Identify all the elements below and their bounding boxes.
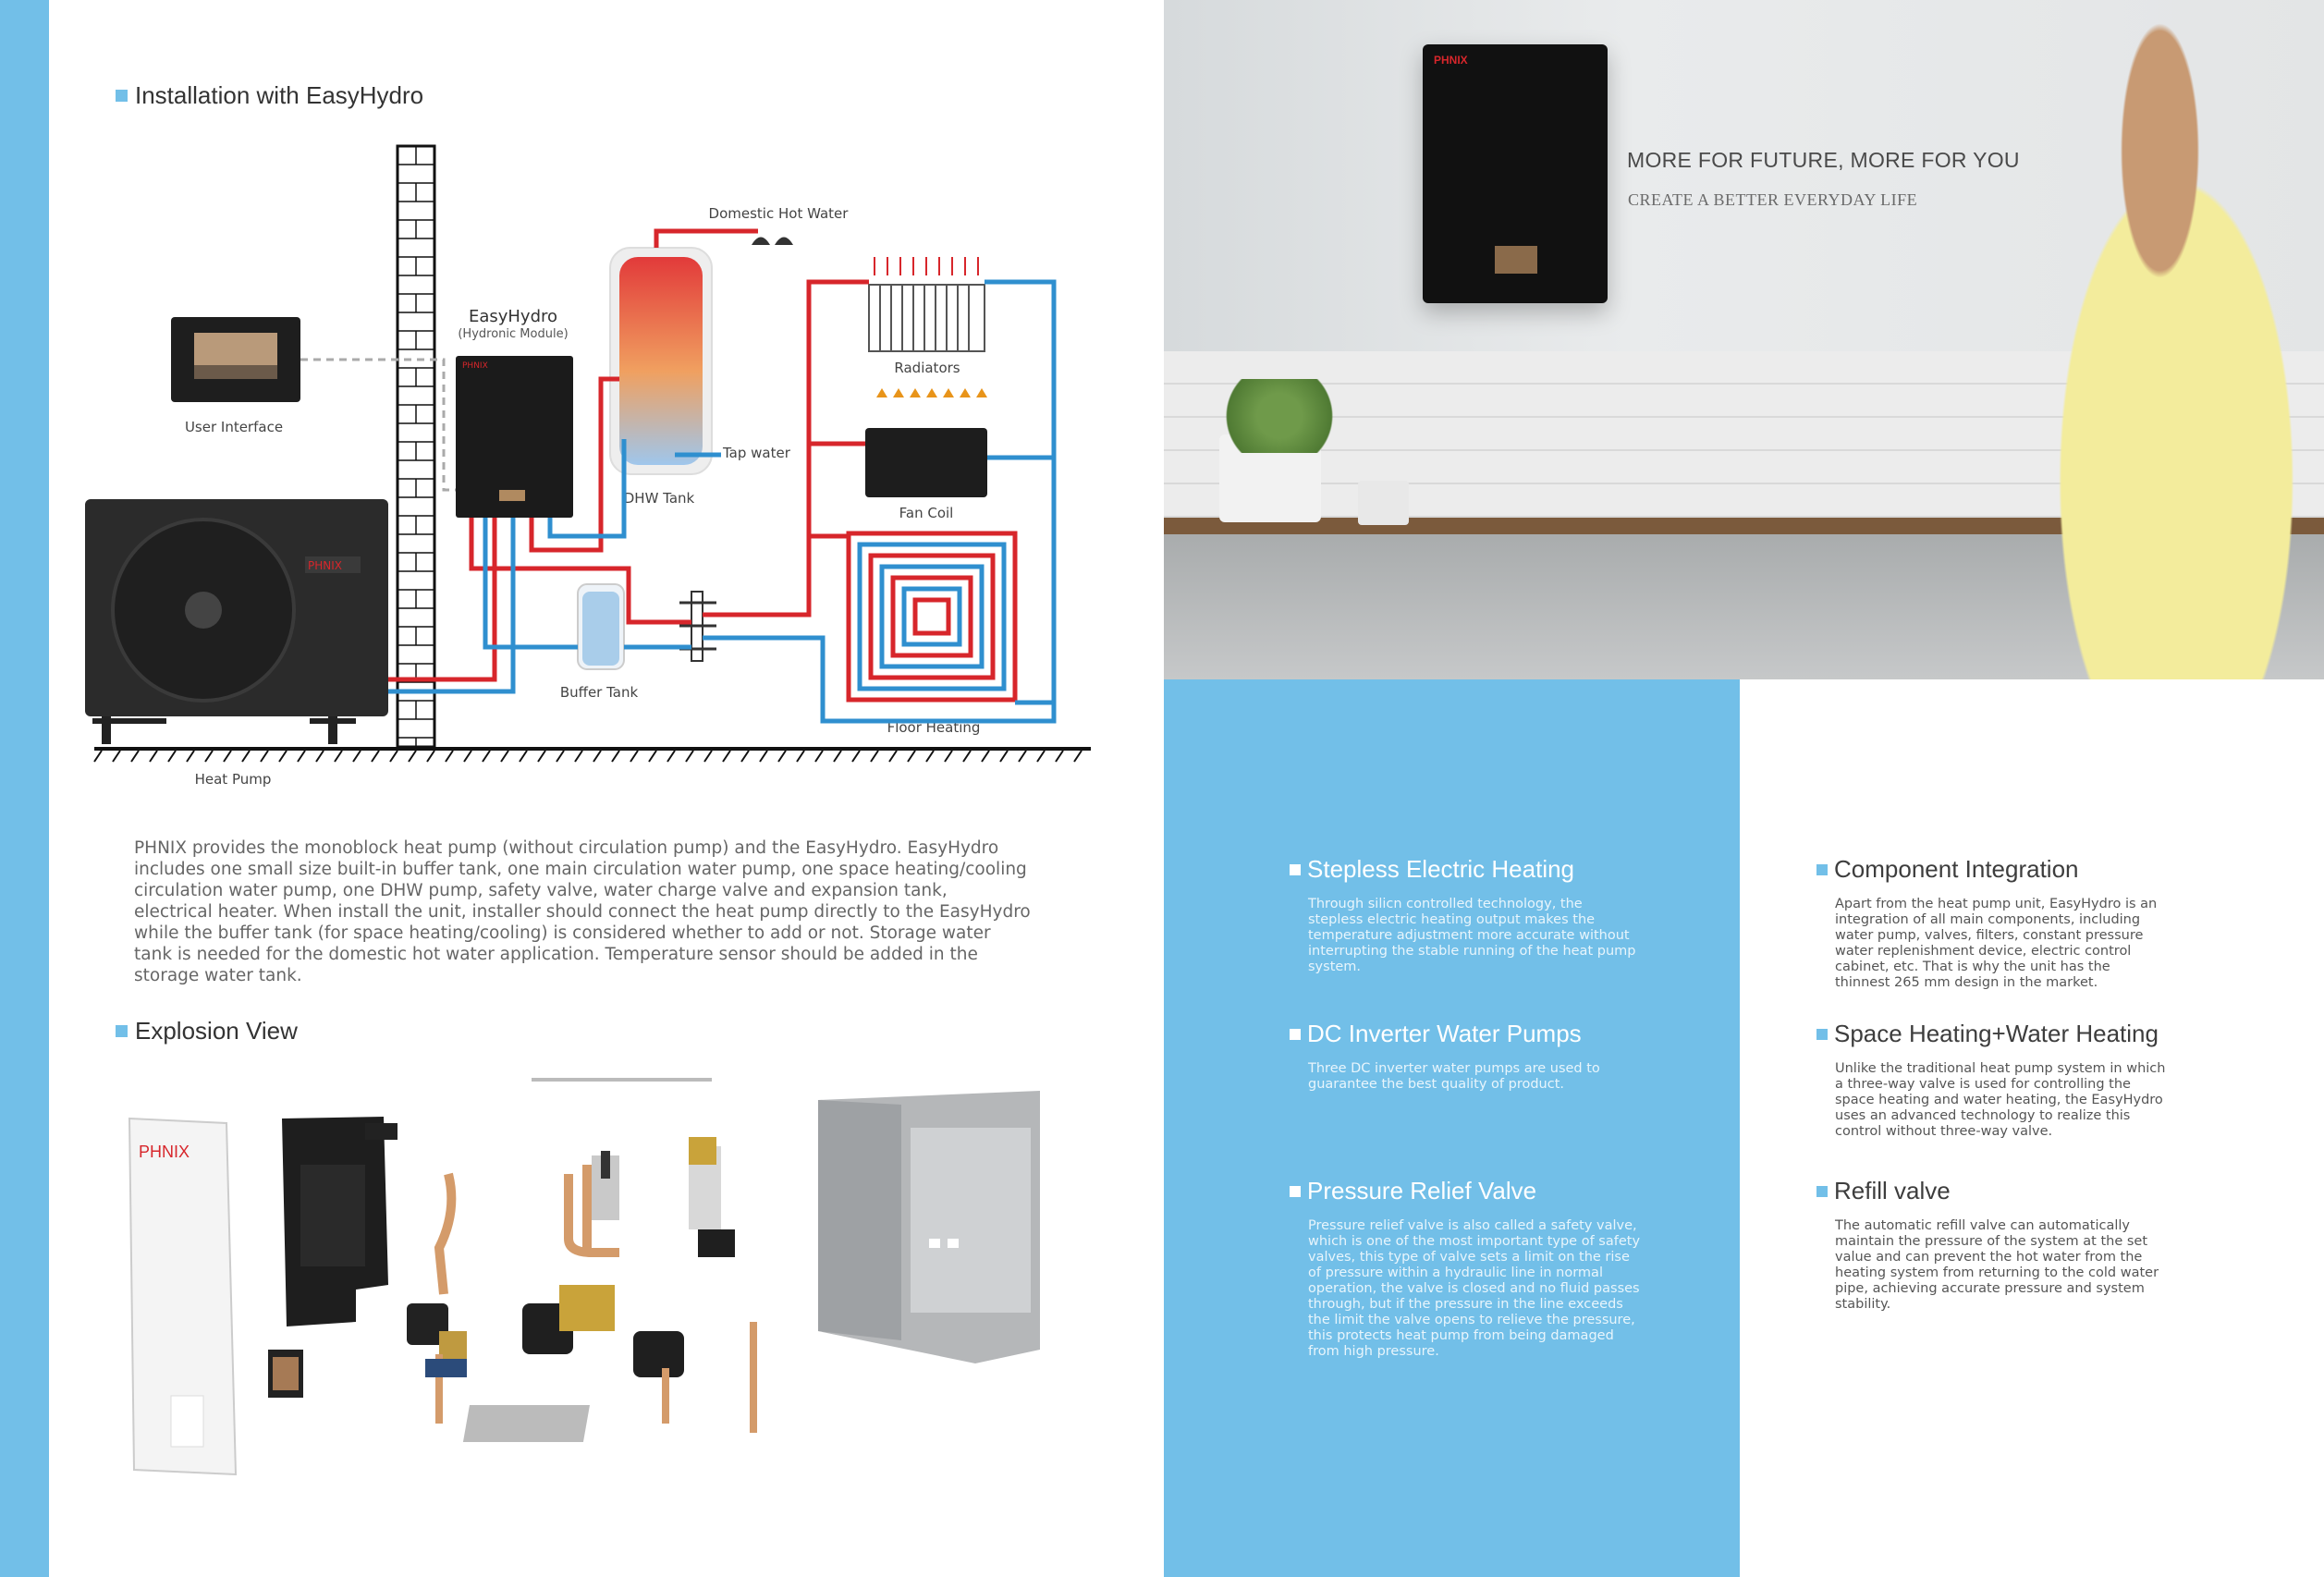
label-radiators: Radiators: [894, 360, 960, 376]
feature-text: Pressure relief valve is also called a s…: [1308, 1218, 1641, 1359]
back-cabinet: [818, 1091, 1040, 1363]
features-blue-panel: [1164, 679, 1740, 1577]
unit-brand: PHNIX: [1434, 54, 1468, 67]
feature-stepless-heating: Stepless Electric Heating Through silicn…: [1290, 855, 1641, 975]
feature-square-icon: [1290, 1028, 1301, 1040]
label-buffer-tank: Buffer Tank: [560, 684, 639, 701]
floor-heating-coil: [846, 531, 1018, 703]
heading-square-icon: [116, 1025, 128, 1037]
label-user-interface: User Interface: [185, 419, 283, 435]
shower-heads: [752, 237, 793, 245]
left-accent-stripe: [0, 0, 49, 1577]
easyhydro-brand: PHNIX: [462, 361, 488, 371]
hero-subtitle: CREATE A BETTER EVERYDAY LIFE: [1628, 190, 1918, 209]
cover-brand: PHNIX: [139, 1143, 190, 1161]
feature-square-icon: [1816, 863, 1828, 875]
feature-title: DC Inverter Water Pumps: [1307, 1020, 1582, 1047]
small-pot: [1358, 481, 1409, 525]
heat-pump-unit: [85, 499, 388, 744]
heat-pump-brand: PHNIX: [308, 559, 342, 572]
installation-title: Installation with EasyHydro: [135, 81, 424, 109]
feature-text: Unlike the traditional heat pump system …: [1835, 1061, 2166, 1139]
plant-leaves-icon: [1215, 379, 1344, 453]
feature-title: Stepless Electric Heating: [1307, 855, 1575, 883]
dhw-tank: [609, 247, 713, 475]
feature-pressure-relief: Pressure Relief Valve Pressure relief va…: [1290, 1177, 1641, 1360]
brick-wall: [396, 144, 436, 749]
easyhydro-unit: [456, 356, 573, 518]
feature-dc-pumps: DC Inverter Water Pumps Three DC inverte…: [1290, 1020, 1641, 1093]
unit-display: [1495, 246, 1537, 274]
feature-space-water-heating: Space Heating+Water Heating Unlike the t…: [1816, 1020, 2168, 1140]
label-dhw-tank: DHW Tank: [624, 490, 695, 507]
feature-text: Apart from the heat pump unit, EasyHydro…: [1835, 897, 2158, 990]
feature-title: Refill valve: [1834, 1177, 1951, 1204]
buffer-tank: [577, 583, 625, 670]
control-display: [268, 1350, 303, 1398]
feature-text: The automatic refill valve can automatic…: [1835, 1218, 2159, 1312]
feature-square-icon: [1290, 863, 1301, 875]
feature-text: Through silicn controlled technology, th…: [1308, 897, 1636, 974]
installation-heading: Installation with EasyHydro: [116, 81, 423, 110]
label-domestic-hot-water: Domestic Hot Water: [709, 205, 850, 222]
front-cover-panel: [128, 1117, 238, 1476]
explosion-heading: Explosion View: [116, 1017, 298, 1045]
feature-square-icon: [1816, 1185, 1828, 1197]
explosion-title: Explosion View: [135, 1017, 298, 1045]
hot-water-pipes: [388, 228, 869, 682]
cold-water-pipes: [388, 279, 1057, 724]
electric-control-box: [282, 1117, 398, 1326]
installation-diagram: User Interface EasyHydro (Hydronic Modul…: [85, 144, 1091, 788]
label-tap-water: Tap water: [722, 445, 791, 461]
installation-description: PHNIX provides the monoblock heat pump (…: [134, 838, 1031, 985]
fan-coil-unit: [865, 388, 987, 497]
feature-title: Space Heating+Water Heating: [1834, 1020, 2159, 1047]
label-hydronic-module: (Hydronic Module): [458, 327, 568, 341]
feature-component-integration: Component Integration Apart from the hea…: [1816, 855, 2168, 991]
distribution-manifold: [679, 591, 716, 662]
explosion-view-illustration: PHNIX: [128, 1078, 1040, 1476]
label-easyhydro: EasyHydro: [469, 307, 557, 326]
woman-with-cup: [1996, 18, 2324, 679]
feature-text: Three DC inverter water pumps are used t…: [1308, 1061, 1600, 1092]
feature-refill-valve: Refill valve The automatic refill valve …: [1816, 1177, 2168, 1313]
radiator-unit: [868, 257, 985, 352]
feature-title: Component Integration: [1834, 855, 2079, 883]
hero-title: MORE FOR FUTURE, MORE FOR YOU: [1627, 148, 2020, 172]
heading-square-icon: [116, 90, 128, 102]
user-interface-panel: [171, 317, 300, 402]
easyhydro-wall-unit: PHNIX: [1423, 44, 1608, 303]
ground-hatching: [93, 750, 1082, 763]
feature-square-icon: [1290, 1185, 1301, 1197]
ui-signal-cable: [300, 358, 456, 492]
feature-square-icon: [1816, 1028, 1828, 1040]
water-pumps-and-piping: [407, 1137, 757, 1442]
feature-title: Pressure Relief Valve: [1307, 1177, 1537, 1204]
label-fan-coil: Fan Coil: [899, 505, 954, 521]
label-heat-pump: Heat Pump: [195, 771, 272, 788]
hero-kitchen-scene: PHNIX: [1164, 0, 2324, 679]
